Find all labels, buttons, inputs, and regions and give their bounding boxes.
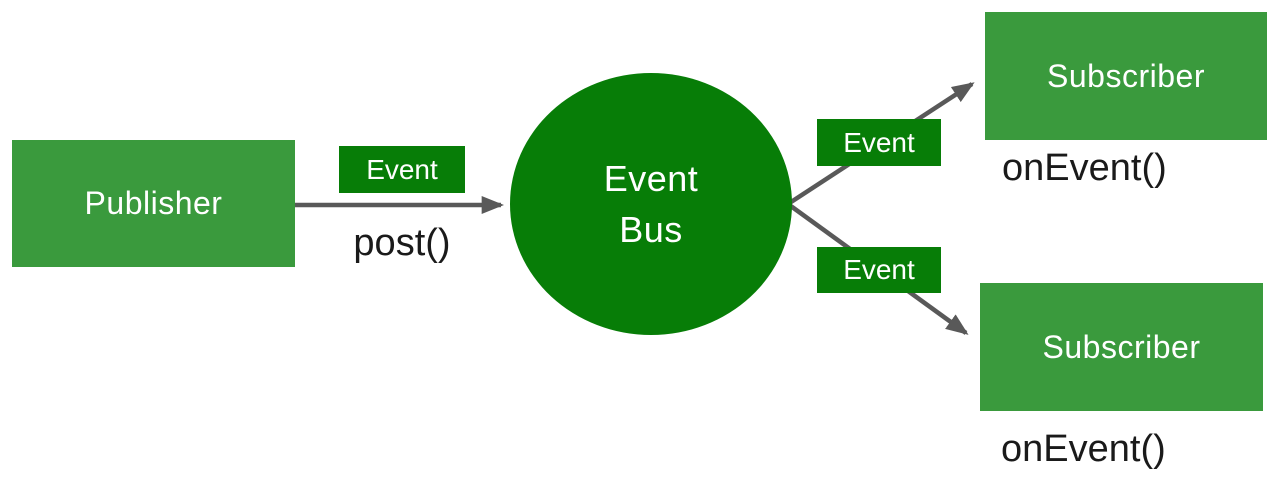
event-bus-label-line2: Bus [619,209,683,250]
event-badge-label: Event [843,254,915,285]
subscriber-label: Subscriber [1042,328,1201,365]
event-badge-label: Event [366,153,438,185]
event-bus-node: Event Bus [510,73,792,335]
onevent-method-label-bottom: onEvent() [1001,428,1166,470]
event-badge-label: Event [843,126,915,158]
subscriber-node-top: Subscriber [985,12,1267,140]
publisher-label: Publisher [84,185,223,221]
event-badge-publish: Event [339,146,465,193]
subscriber-node-bottom: Subscriber [980,283,1263,411]
publisher-node: Publisher [12,140,295,267]
event-bus-label-line1: Event [603,157,699,199]
onevent-method-label-top: onEvent() [1002,147,1167,189]
post-method-label: post() [353,222,451,264]
event-badge-subscriber-bottom: Event [817,247,941,293]
event-badge-subscriber-top: Event [817,119,941,166]
subscriber-label: Subscriber [1047,57,1205,94]
